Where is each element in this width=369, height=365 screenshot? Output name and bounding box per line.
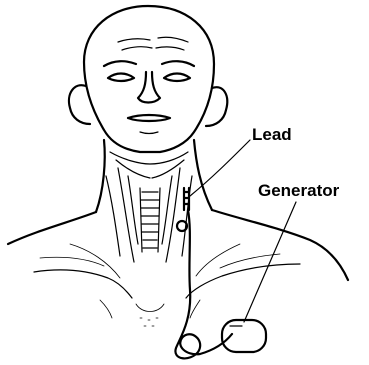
right-eye (164, 74, 190, 82)
mouth (128, 115, 170, 121)
left-eyebrow (104, 61, 136, 66)
sternal-notch (136, 304, 164, 326)
head-outline (84, 6, 214, 152)
neck-left-edge (96, 140, 105, 212)
generator-device (222, 320, 266, 352)
right-shoulder (212, 210, 348, 280)
generator-leader-line (244, 202, 296, 322)
left-shoulder (8, 212, 96, 244)
lead-electrode-coil (184, 188, 189, 210)
forehead-lines (118, 37, 188, 50)
chest-muscle-lines (40, 244, 280, 318)
chin-line (140, 132, 158, 134)
right-eyebrow (162, 61, 194, 66)
nose (138, 72, 160, 103)
jaw-muscles (110, 152, 188, 178)
neck-right-edge (194, 140, 212, 210)
trachea-edges (140, 188, 160, 252)
generator-label: Generator (258, 182, 339, 199)
lead-label: Lead (252, 126, 292, 143)
trachea (141, 192, 159, 248)
left-eye (108, 74, 134, 82)
right-ear (206, 87, 227, 126)
right-clavicle (186, 264, 300, 298)
